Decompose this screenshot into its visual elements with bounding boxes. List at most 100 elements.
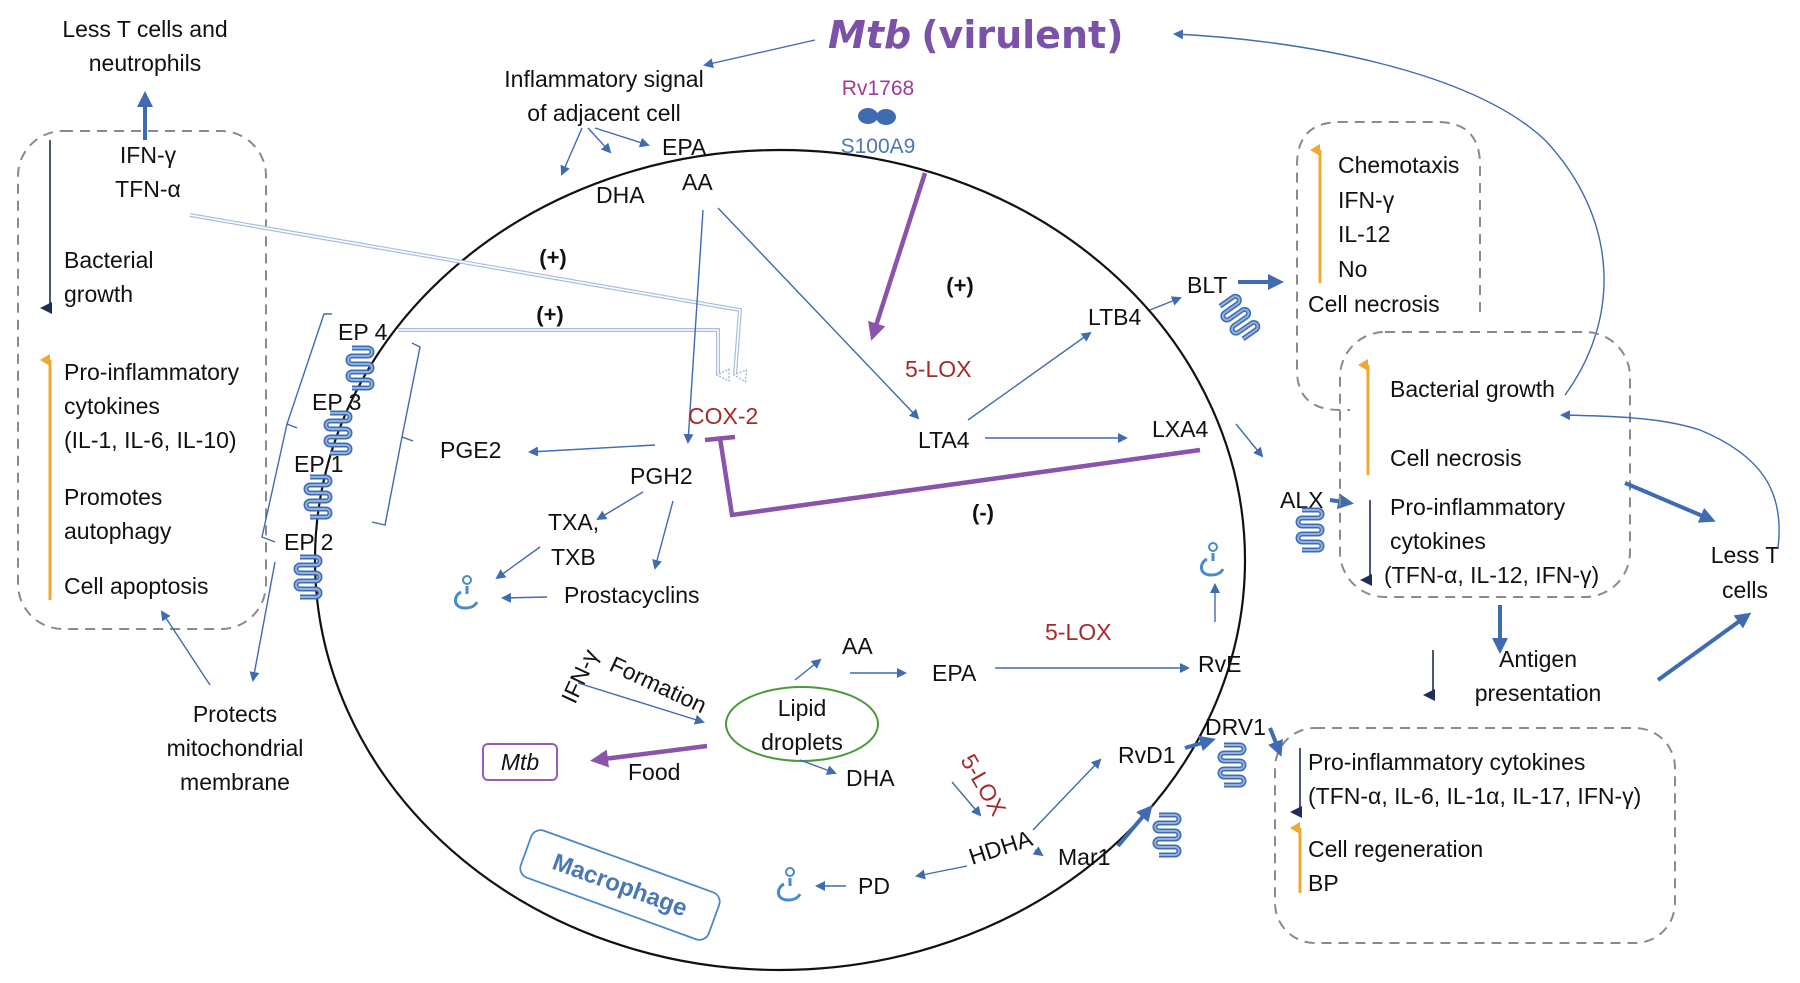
arrow-signal-to-aa [587, 127, 612, 154]
txb-label: TXB [551, 544, 596, 570]
alx-box-cytokine-list: (TFN-α, IL-12, IFN-γ) [1384, 562, 1599, 588]
alx-receptor-icon [1298, 510, 1322, 550]
arrow-drv1-to-box [1268, 727, 1283, 757]
rvd1-label: RvD1 [1118, 742, 1176, 768]
lta4-label: LTA4 [918, 427, 970, 453]
ltb4-label: LTB4 [1088, 304, 1141, 330]
pgh2-label: PGH2 [630, 463, 693, 489]
arrow-ifn-to-lipid [577, 682, 705, 725]
inflammatory-signal-label-1: Inflammatory signal [504, 66, 703, 92]
left-box-autophagy: autophagy [64, 518, 172, 544]
aa-bottom-label: AA [842, 633, 873, 659]
arrow-hdha-to-pd [915, 865, 968, 880]
right-bracket [371, 342, 421, 526]
arrow-lxa4-to-alx [1235, 423, 1264, 458]
antigen-label-2: presentation [1475, 680, 1602, 706]
blt-box-no: No [1338, 256, 1367, 282]
arrow-protects-to-box [160, 610, 211, 686]
arrow-signal-to-epa [594, 127, 650, 148]
lipid-label: Lipid [778, 695, 827, 721]
protects-label-3: membrane [180, 769, 290, 795]
arrow-lta4-to-ltb4 [967, 331, 1092, 421]
pd-excretion-icon [776, 866, 802, 902]
less-t-cells-right-2: cells [1722, 577, 1768, 603]
arrow-ltb4-to-blt [1149, 296, 1182, 311]
ifn-to-cox2-stimulation [189, 213, 740, 375]
left-bracket [261, 313, 332, 543]
less-t-cells-right-1: Less T [1711, 542, 1780, 568]
mtb-box [482, 743, 558, 781]
receptor-drv1-label: DRV1 [1205, 714, 1266, 740]
receptor-ep1-label: EP 1 [294, 451, 343, 477]
drv1-box-pro-inflammatory: Pro-inflammatory cytokines [1308, 749, 1585, 775]
arrow-pgh2-to-pge2 [528, 444, 656, 457]
arrow-lipid-to-dha [799, 759, 837, 775]
lxa4-inhibits-cox2 [704, 434, 1201, 518]
receptor-ep4-label: EP 4 [338, 319, 388, 345]
arrow-pgh2-to-txa [596, 491, 644, 521]
arrow-aa-to-pgh2 [683, 209, 704, 444]
minus-sign: (-) [972, 500, 994, 525]
left-box-il-list: (IL-1, IL-6, IL-10) [64, 427, 237, 453]
drv1-effects-box [1274, 727, 1676, 944]
blt-box-ifn-gamma: IFN-γ [1338, 187, 1395, 213]
lxa4-label: LXA4 [1152, 416, 1208, 442]
arrow-box-to-less-t-cells [1624, 481, 1716, 523]
left-box-ifn-gamma: IFN-γ [120, 142, 177, 168]
plus-sign-1: (+) [539, 245, 567, 270]
s100a9-protein-icon [876, 109, 896, 125]
receptor-ep2-label: EP 2 [284, 529, 333, 555]
pd-label: PD [858, 873, 890, 899]
s100a9-label: S100A9 [841, 135, 916, 158]
mar1-receptor-icon [1155, 815, 1179, 855]
dha-bottom-label: DHA [846, 765, 895, 791]
alx-box-cytokines: cytokines [1390, 528, 1486, 554]
left-box-bacterial: Bacterial [64, 247, 153, 273]
plus-sign-3: (+) [946, 273, 974, 298]
arrow-mtb-to-signal [703, 39, 816, 69]
protects-label-1: Protects [193, 701, 277, 727]
excretion-icon [453, 574, 479, 610]
aa-top-label: AA [682, 169, 713, 195]
left-effects-box [17, 130, 267, 630]
s100a9-activation-arrow [868, 172, 928, 341]
plus-sign-2: (+) [536, 302, 564, 327]
arrow-dha-to-hdha [951, 781, 982, 817]
rve-excretion-icon [1199, 541, 1225, 577]
epa-bottom-label: EPA [932, 660, 977, 686]
arrow-pgh2-to-prostacyclins [652, 500, 674, 570]
arrow-signal-to-dha [560, 127, 583, 176]
antigen-label-1: Antigen [1499, 646, 1577, 672]
5-lox-epa-enzyme-label: 5-LOX [1045, 619, 1111, 645]
ep1-receptor-icon [306, 477, 330, 517]
rve-label: RvE [1198, 651, 1241, 677]
protects-label-2: mitochondrial [167, 735, 304, 761]
arrow-txb-to-excretion [495, 546, 541, 580]
drv1-box-cytokine-list: (TFN-α, IL-6, IL-1α, IL-17, IFN-γ) [1308, 783, 1641, 809]
mar1-label: Mar1 [1058, 844, 1110, 870]
prostacyclins-label: Prostacyclins [564, 582, 699, 608]
mtb-box-label: Mtb [501, 749, 540, 775]
arrow-ep2-to-protects [249, 561, 276, 682]
macrophage-label-box: Macrophage [519, 829, 721, 941]
ifn-gamma-lipid-label: IFN-γ [556, 645, 604, 707]
macrophage-membrane [313, 148, 1247, 972]
epa-top-label: EPA [662, 134, 707, 160]
arrow-lipid-food-to-mtb [590, 743, 708, 768]
blt-box-chemotaxis: Chemotaxis [1338, 152, 1459, 178]
arrow-hdha-to-rvd1 [1032, 758, 1102, 831]
alx-box-pro-inflammatory: Pro-inflammatory [1390, 494, 1566, 520]
arrow-antigen-to-less-t-cells [1656, 612, 1752, 682]
less-t-cells-label-2: neutrophils [89, 50, 202, 76]
txa-label: TXA, [548, 509, 599, 535]
left-box-pro-inflammatory: Pro-inflammatory [64, 359, 240, 385]
inflammatory-signal-label-2: of adjacent cell [527, 100, 680, 126]
drv1-receptor-icon [1220, 745, 1244, 785]
blt-receptor-icon [1217, 295, 1260, 342]
alx-box-bacterial-growth: Bacterial growth [1390, 376, 1555, 402]
arrow-less-t-cells-to-bacterial-growth [1560, 410, 1780, 549]
5-lox-enzyme-label: 5-LOX [905, 356, 971, 382]
left-box-growth: growth [64, 281, 133, 307]
alx-box-cell-necrosis: Cell necrosis [1390, 445, 1522, 471]
